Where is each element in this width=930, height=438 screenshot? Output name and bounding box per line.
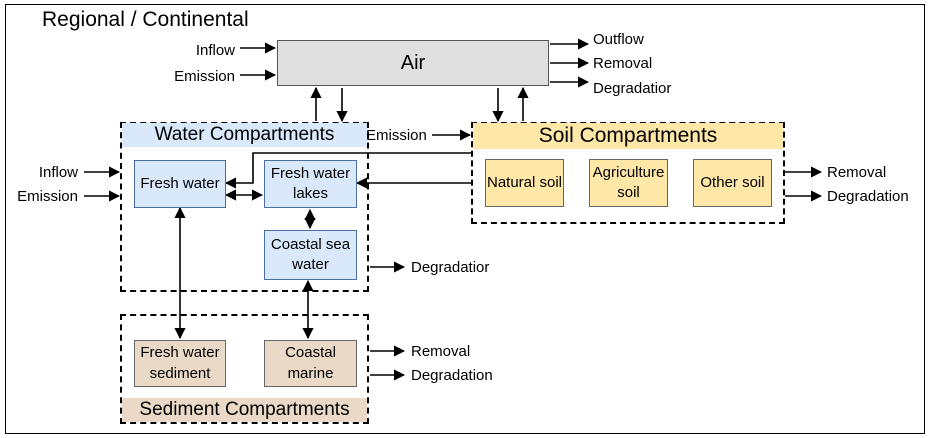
soil-compartments-title: Soil Compartments [473, 123, 783, 149]
water-degradation-label: Degradatior [411, 259, 490, 276]
coastal-sea-water-box: Coastal sea water [264, 230, 357, 280]
outer-frame [5, 4, 925, 434]
air-emission-label: Emission [174, 68, 235, 85]
sediment-degradation-label: Degradation [411, 367, 493, 384]
fresh-water-lakes-box: Fresh water lakes [264, 160, 357, 208]
soil-emission-label: Emission [366, 127, 427, 144]
natural-soil-box: Natural soil [485, 159, 564, 207]
fresh-water-box: Fresh water [134, 160, 226, 208]
soil-to-fresh-water-arrow [224, 152, 471, 189]
water-inflow-label: Inflow [38, 164, 78, 181]
agriculture-soil-box: Agriculture soil [589, 159, 668, 207]
water-compartments-title: Water Compartments [122, 123, 367, 147]
air-removal-label: Removal [593, 55, 653, 72]
coastal-marine-box: Coastal marine [264, 340, 357, 387]
air-degradation-label: Degradatior [593, 80, 672, 97]
soil-removal-label: Removal [827, 164, 887, 181]
soil-degradation-label: Degradation [827, 188, 909, 205]
sediment-compartments-title: Sediment Compartments [122, 398, 367, 422]
fresh-water-sediment-box: Fresh water sediment [134, 340, 226, 387]
sediment-removal-label: Removal [411, 343, 471, 360]
diagram-title: Regional / Continental [42, 8, 249, 31]
air-outflow-label: Outflow [593, 31, 644, 48]
water-emission-label: Emission [17, 188, 78, 205]
other-soil-box: Other soil [693, 159, 772, 207]
air-compartment: Air [277, 40, 549, 86]
air-inflow-label: Inflow [195, 42, 235, 59]
sediment-compartments-group [120, 314, 369, 424]
